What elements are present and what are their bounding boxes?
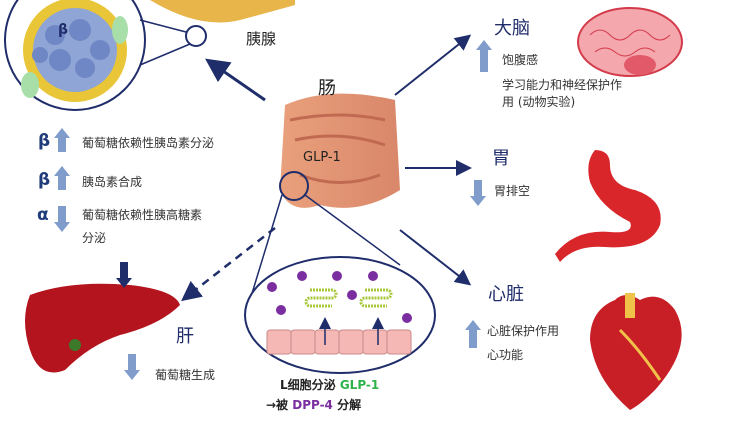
satiety-text: 饱腹感 bbox=[502, 53, 539, 67]
arrow-to-brain bbox=[394, 34, 472, 96]
liver-illustration bbox=[25, 283, 180, 373]
gluconeogenesis-text: 葡萄糖生成 bbox=[155, 368, 216, 382]
heart-illustration bbox=[590, 293, 682, 410]
islet-illustration bbox=[4, 0, 191, 111]
caption-line1: L细胞分泌 GLP-1 bbox=[280, 376, 379, 393]
beta-cell-symbol: β bbox=[38, 170, 51, 190]
alpha-cell-symbol: α bbox=[37, 205, 49, 225]
beta-cell-symbol: β bbox=[38, 131, 51, 151]
caption-text: →被 bbox=[266, 398, 293, 412]
caption-text: L细胞分泌 bbox=[280, 378, 340, 392]
neuroprotection-text: 学习能力和神经保护作 bbox=[502, 78, 623, 92]
stomach-illustration bbox=[555, 150, 661, 262]
heart-label: 心脏 bbox=[488, 284, 524, 305]
liver-label: 肝 bbox=[176, 326, 194, 347]
glp1-label: GLP-1 bbox=[303, 150, 341, 165]
brain-illustration bbox=[577, 7, 683, 77]
pancreas-illustration bbox=[150, 0, 295, 47]
effect-arrows bbox=[54, 40, 492, 380]
arrow-to-pancreas bbox=[205, 58, 266, 102]
l-cell-inset bbox=[244, 194, 436, 374]
gastric-emptying-text: 胃排空 bbox=[494, 184, 531, 198]
insulin-secretion-text: 葡萄糖依赖性胰岛素分泌 bbox=[82, 136, 215, 150]
arrow-to-heart bbox=[399, 229, 472, 286]
neuroprotection-text-cont: 用 (动物实验) bbox=[502, 95, 576, 109]
caption-text: 分解 bbox=[332, 398, 362, 412]
insulin-synthesis-text: 胰岛素合成 bbox=[82, 175, 143, 189]
pancreas-label: 胰腺 bbox=[246, 30, 277, 48]
brain-label: 大脑 bbox=[494, 18, 530, 39]
arrow-to-liver bbox=[181, 227, 276, 302]
intestine-label: 肠 bbox=[318, 78, 336, 99]
glp1-caption: GLP-1 bbox=[339, 378, 380, 392]
stomach-label: 胃 bbox=[492, 148, 510, 169]
beta-cell-label: β bbox=[58, 22, 69, 38]
intestine-illustration bbox=[279, 93, 400, 208]
glucagon-secretion-text: 葡萄糖依赖性胰高糖素 bbox=[82, 208, 203, 222]
dpp4-caption: DPP-4 bbox=[292, 398, 333, 412]
glucagon-secretion-text-cont: 分泌 bbox=[82, 231, 107, 245]
cardiac-function-text: 心功能 bbox=[487, 348, 524, 362]
caption-line2: →被 DPP-4 分解 bbox=[266, 396, 361, 413]
cardioprotection-text: 心脏保护作用 bbox=[487, 324, 560, 338]
